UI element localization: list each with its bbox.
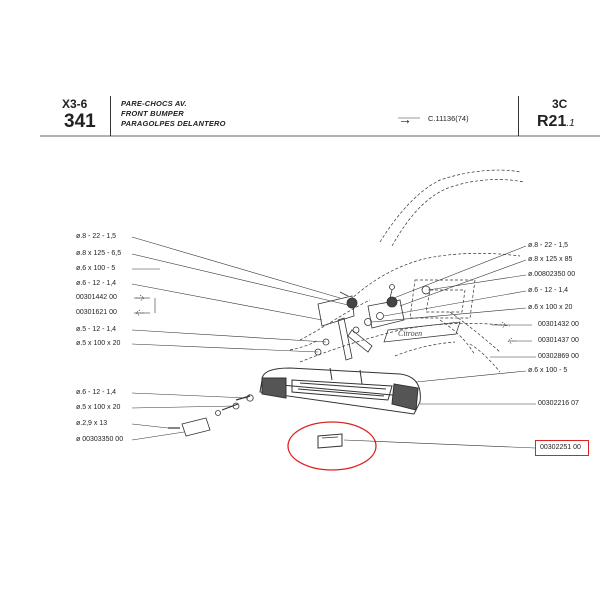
label-left: ø.5 x 100 x 20 <box>76 340 121 347</box>
label-left: ø.8 x 125 - 6,5 <box>76 250 122 257</box>
nut-icon <box>386 296 398 308</box>
header-divider <box>518 96 519 136</box>
title-english: FRONT BUMPER <box>121 109 184 118</box>
label-right: 00301437 00 <box>538 337 579 344</box>
arrow-left-icon <box>507 337 516 345</box>
group-code: X3-6 <box>62 97 88 111</box>
arrow-right-icon <box>498 321 507 329</box>
arrow-left-icon <box>135 309 144 317</box>
front-bumper <box>259 367 421 415</box>
emblem-text: Citroen <box>398 329 422 338</box>
label-left: ø.6 - 12 - 1,4 <box>76 389 117 396</box>
header-block <box>40 96 600 136</box>
label-right: ø.6 x 100 - 5 <box>528 367 568 374</box>
title-spanish: PARAGOLPES DELANTERO <box>121 119 226 128</box>
section-code: 3C <box>552 97 568 111</box>
label-right: 00301432 00 <box>538 321 579 328</box>
washer-icon <box>352 326 360 334</box>
washer-icon <box>376 312 384 320</box>
highlight-box <box>535 440 589 456</box>
label-left: ø.5 - 12 - 1,4 <box>76 326 117 333</box>
label-right: ø.00802350 00 <box>528 271 576 278</box>
label-right: ø.8 x 125 x 85 <box>528 256 573 263</box>
leader-lines-right <box>343 245 536 449</box>
sheet-ref: R21.1 <box>537 113 575 131</box>
car-body-outline <box>289 169 525 373</box>
sheet-ref-main: R21 <box>537 113 567 130</box>
label-right: ø.6 - 12 - 1,4 <box>528 287 569 294</box>
reference-code: C.11136(74) <box>428 114 469 123</box>
header-divider <box>110 96 111 136</box>
label-left: 00301621 00 <box>76 309 117 316</box>
label-left: ø.6 - 12 - 1,4 <box>76 280 117 287</box>
sheet-ref-sub: .1 <box>566 118 575 129</box>
label-right: 00302869 00 <box>538 353 579 360</box>
label-left: ø.6 x 100 - 5 <box>76 265 116 272</box>
side-fasteners <box>168 394 254 437</box>
mounting-brackets <box>314 284 431 361</box>
label-right: 00302216 07 <box>538 400 579 407</box>
side-reflector <box>181 417 211 437</box>
arrow-right-icon <box>136 294 145 302</box>
page-number: 341 <box>64 111 96 132</box>
highlight-circle <box>287 421 377 471</box>
label-right-highlighted: 00302251 00 <box>540 444 581 451</box>
bolt-head-icon <box>421 285 431 295</box>
leader-lines-left <box>131 236 349 441</box>
label-left: ø 00303350 00 <box>76 436 124 443</box>
nut-icon <box>346 297 358 309</box>
arrow-right-icon: → <box>398 111 412 127</box>
label-right: ø.6 x 100 x 20 <box>528 304 573 311</box>
label-left: ø.5 x 100 x 20 <box>76 404 121 411</box>
emblem-plaque <box>383 321 461 343</box>
label-left: ø.8 - 22 - 1,5 <box>76 233 117 240</box>
title-french: PARE-CHOCS AV. <box>121 99 187 108</box>
label-left: ø.2,9 x 13 <box>76 420 108 427</box>
highlighted-part <box>287 421 377 471</box>
label-left: 00301442 00 <box>76 294 117 301</box>
label-right: ø.8 - 22 - 1,5 <box>528 242 569 249</box>
washer-icon <box>364 318 372 326</box>
